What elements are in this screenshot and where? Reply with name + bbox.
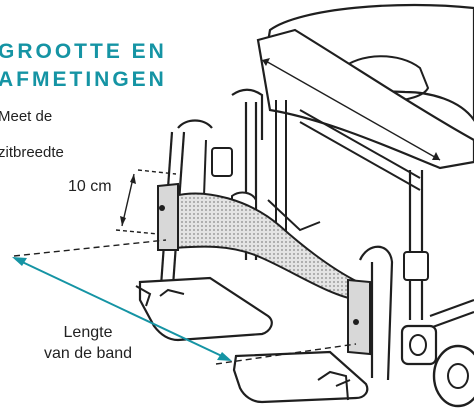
strap-height-label: 10 cm (68, 178, 112, 195)
strap-length-label: Lengte van de band (28, 322, 148, 364)
strap-length-line-2: van de band (43, 345, 133, 362)
instruction-line-2: zitbreedte (0, 144, 64, 161)
strap-end-right (347, 278, 371, 356)
measure-arrow (17, 259, 227, 359)
instruction-line-1: Meet de (0, 108, 53, 125)
right-footplate (232, 350, 369, 404)
heading-line-2: AFMETINGEN (0, 68, 167, 91)
strap-end-left (157, 182, 179, 251)
left-footplate (138, 276, 273, 342)
section-heading: GROOTTE EN AFMETINGEN (0, 38, 167, 94)
heading-line-1: GROOTTE EN (0, 40, 167, 63)
strap-length-line-1: Lengte (63, 324, 113, 341)
